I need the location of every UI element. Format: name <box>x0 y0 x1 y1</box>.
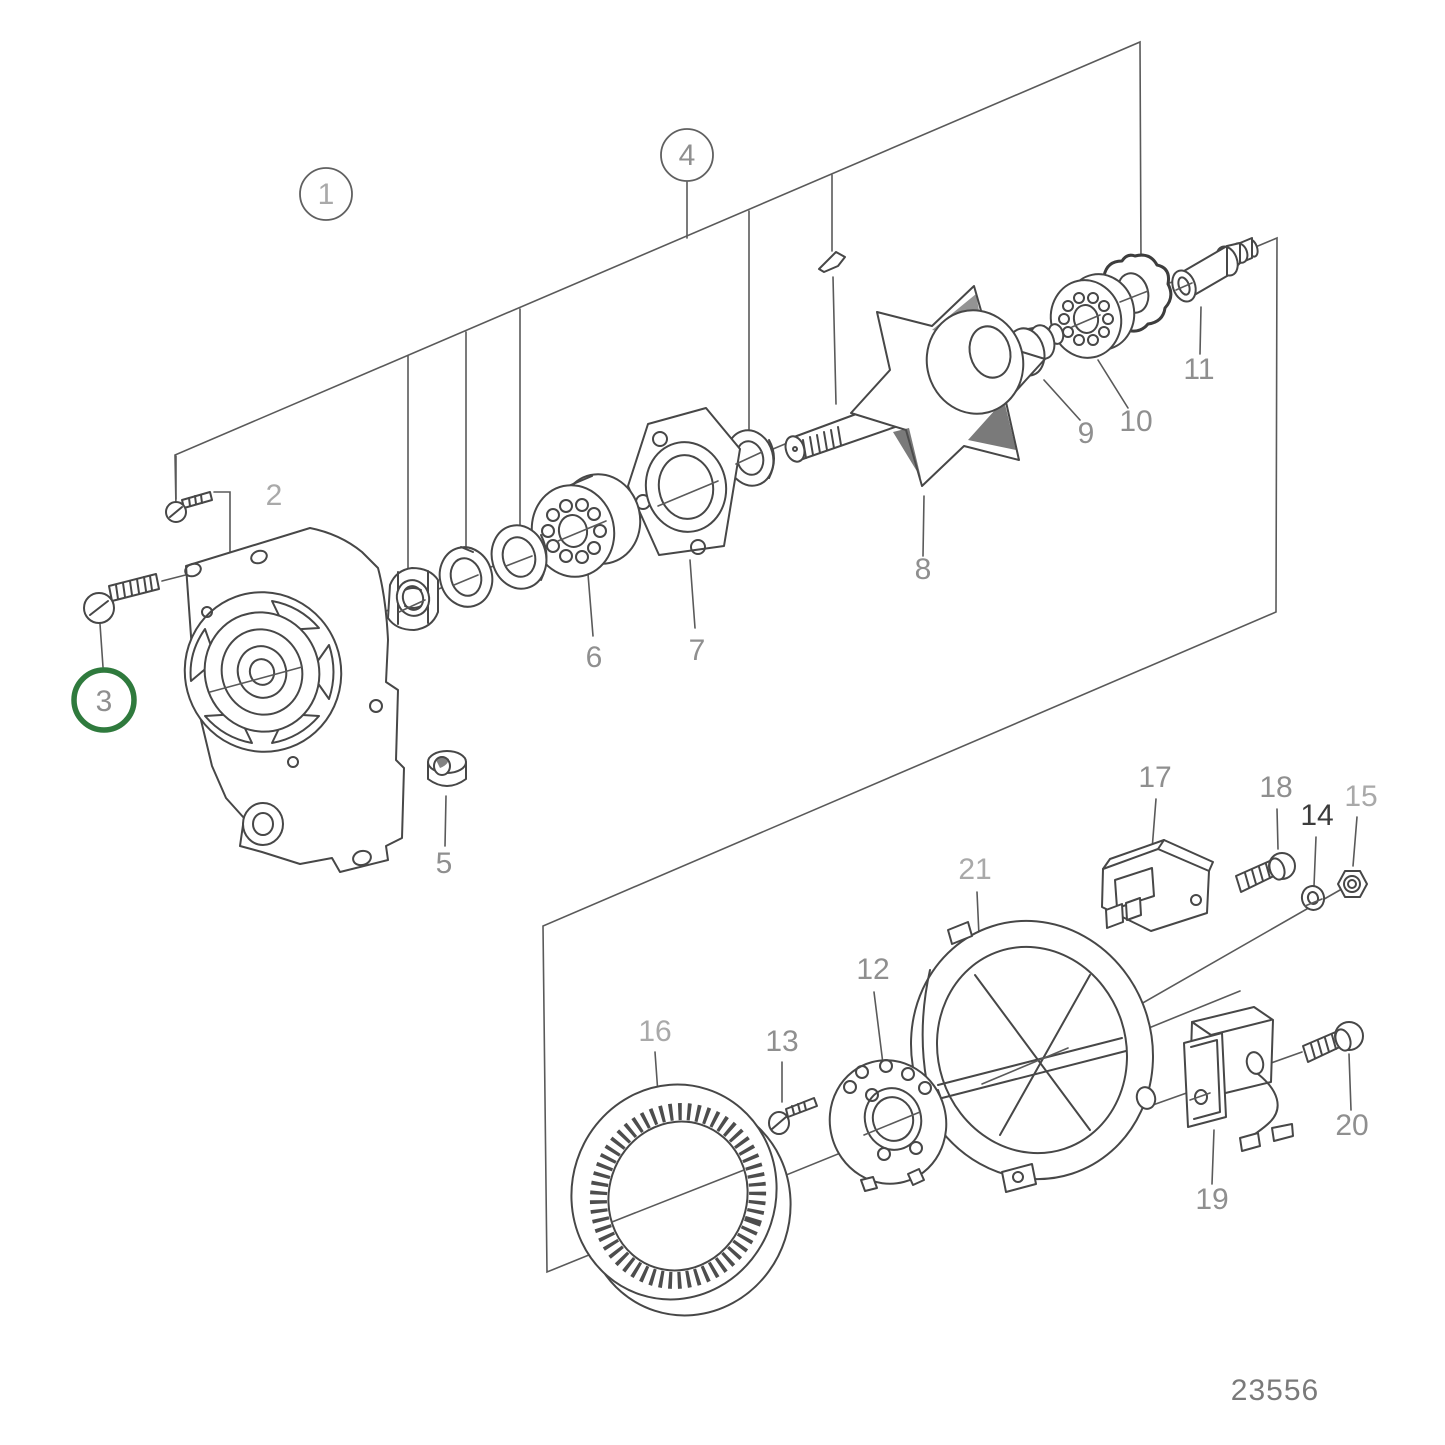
callouts-and-labels: 1 4 3 2 5 6 7 8 9 10 11 12 13 14 15 16 1… <box>71 128 1378 1407</box>
part-label-2: 2 <box>266 479 283 512</box>
pulley-nut-illustration <box>387 567 439 631</box>
part-label-14: 14 <box>1300 799 1333 832</box>
spacer-ring-illustration <box>490 524 548 590</box>
leader-label-5 <box>444 795 447 847</box>
lower-assembly <box>570 839 1368 1317</box>
plate-screw-illustration <box>768 1097 818 1135</box>
callout-circle-1 <box>299 167 353 221</box>
part-label-20: 20 <box>1335 1109 1368 1142</box>
leader-label-7 <box>689 559 696 629</box>
nut-illustration <box>1337 870 1368 898</box>
leader-label-11 <box>1199 306 1202 355</box>
rear-housing-illustration <box>910 919 1157 1193</box>
part-label-1: 1 <box>318 178 335 211</box>
leader-label-21 <box>976 891 980 937</box>
rear-bearing-plate-illustration <box>828 1059 948 1192</box>
part-label-6: 6 <box>586 641 603 674</box>
leader-label-6 <box>587 573 594 637</box>
part-label-9: 9 <box>1078 417 1095 450</box>
rotor-illustration <box>784 285 1046 487</box>
front-bracket-illustration <box>183 527 405 873</box>
leader-label-9 <box>1043 379 1081 421</box>
leader-label-2 <box>213 491 231 570</box>
part-label-7: 7 <box>689 634 706 667</box>
part-label-15: 15 <box>1344 780 1377 813</box>
through-bolt-illustration <box>1302 1021 1364 1063</box>
part-label-8: 8 <box>915 553 932 586</box>
voltage-regulator-illustration <box>1101 839 1214 932</box>
part-label-12: 12 <box>856 953 889 986</box>
leader-label-12 <box>873 991 884 1065</box>
leader-label-18 <box>1276 808 1279 850</box>
washer-illustration <box>1300 885 1326 911</box>
leader-label-10 <box>1097 359 1129 409</box>
small-screw-illustration <box>165 491 213 523</box>
callout-circle-4 <box>660 128 714 182</box>
part-label-10: 10 <box>1119 405 1152 438</box>
part-label-3: 3 <box>96 685 113 718</box>
stator-illustration <box>570 1083 792 1317</box>
part-label-16: 16 <box>638 1015 671 1048</box>
leader-label-15 <box>1352 816 1358 867</box>
leader-label-14 <box>1313 836 1317 887</box>
shaft-sleeve-illustration <box>1171 237 1259 303</box>
part-label-17: 17 <box>1138 761 1171 794</box>
mounting-screw-3-illustration <box>83 573 160 624</box>
part-label-19: 19 <box>1195 1183 1228 1216</box>
brush-holder-illustration <box>1183 1006 1294 1152</box>
front-bearing-illustration <box>530 473 642 578</box>
drawing-number: 23556 <box>1231 1374 1319 1407</box>
leader-label-8 <box>922 495 925 557</box>
axis-overlay-segments <box>209 282 1323 1223</box>
bushing-illustration <box>427 750 467 787</box>
woodruff-key-illustration <box>818 251 846 273</box>
leader-label-20 <box>1348 1053 1352 1111</box>
part-label-4: 4 <box>679 139 696 172</box>
regulator-bolt-illustration <box>1235 852 1296 893</box>
bearing-retainer-plate-illustration <box>627 407 741 556</box>
leader-key-lower <box>832 276 837 405</box>
part-label-18: 18 <box>1259 771 1292 804</box>
highlight-circle-3 <box>71 667 137 733</box>
leader-label-3 <box>99 623 104 668</box>
part-label-21: 21 <box>958 853 991 886</box>
leader-label-19 <box>1211 1129 1215 1185</box>
upper-assembly <box>83 237 1259 873</box>
lock-washer-illustration <box>438 546 494 608</box>
part-label-13: 13 <box>765 1025 798 1058</box>
part-label-5: 5 <box>436 847 453 880</box>
part-label-11: 11 <box>1183 353 1214 386</box>
leader-label-17 <box>1151 798 1157 851</box>
